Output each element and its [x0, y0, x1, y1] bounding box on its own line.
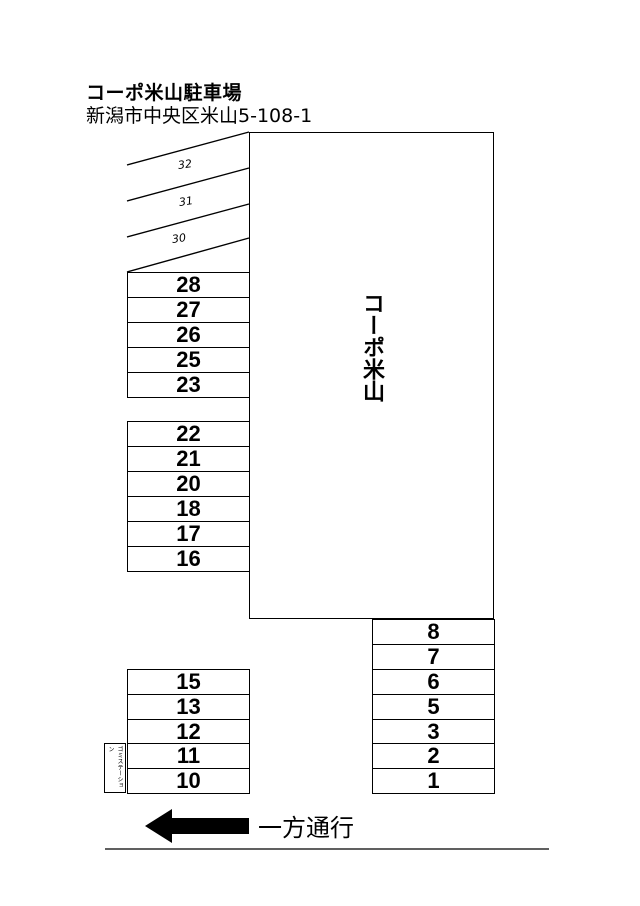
angled-divider [126, 131, 250, 166]
parking-slot[interactable]: 21 [127, 446, 250, 472]
parking-slot[interactable]: 15 [127, 669, 250, 695]
address: 新潟市中央区米山5-108-1 [86, 105, 313, 127]
parking-slot[interactable]: 8 [372, 619, 495, 645]
page-title: コーポ米山駐車場 [86, 82, 243, 104]
angled-divider [126, 167, 250, 202]
parking-slot[interactable]: 10 [127, 768, 250, 794]
parking-slot[interactable]: 16 [127, 546, 250, 572]
parking-slot[interactable]: 3 [372, 719, 495, 745]
parking-slot[interactable]: 27 [127, 297, 250, 323]
parking-slot[interactable]: 23 [127, 372, 250, 398]
parking-slot[interactable]: 5 [372, 694, 495, 720]
parking-slot[interactable]: 25 [127, 347, 250, 373]
parking-slot[interactable]: 12 [127, 719, 250, 745]
slot-32-label: 32 [177, 157, 193, 172]
slot-31-label: 31 [178, 194, 194, 209]
building-label: コーポ米山 [359, 292, 384, 402]
angled-divider [126, 237, 250, 273]
parking-slot[interactable]: 28 [127, 272, 250, 298]
parking-slot[interactable]: 7 [372, 644, 495, 670]
parking-slot[interactable]: 22 [127, 421, 250, 447]
parking-slot[interactable]: 1 [372, 768, 495, 794]
building-coop-yoneyama [249, 132, 494, 619]
parking-slot[interactable]: 11 [127, 743, 250, 769]
parking-slot[interactable]: 2 [372, 743, 495, 769]
slot-30-label: 30 [171, 231, 187, 246]
oneway-label: 一方通行 [258, 814, 354, 842]
parking-slot[interactable]: 6 [372, 669, 495, 695]
parking-slot[interactable]: 18 [127, 496, 250, 522]
parking-slot[interactable]: 20 [127, 471, 250, 497]
angled-divider [126, 203, 250, 238]
arrow-left-icon [145, 809, 249, 843]
parking-slot[interactable]: 13 [127, 694, 250, 720]
garbage-station: ゴミステーション [104, 743, 126, 793]
parking-slot[interactable]: 26 [127, 322, 250, 348]
parking-slot[interactable]: 17 [127, 521, 250, 547]
